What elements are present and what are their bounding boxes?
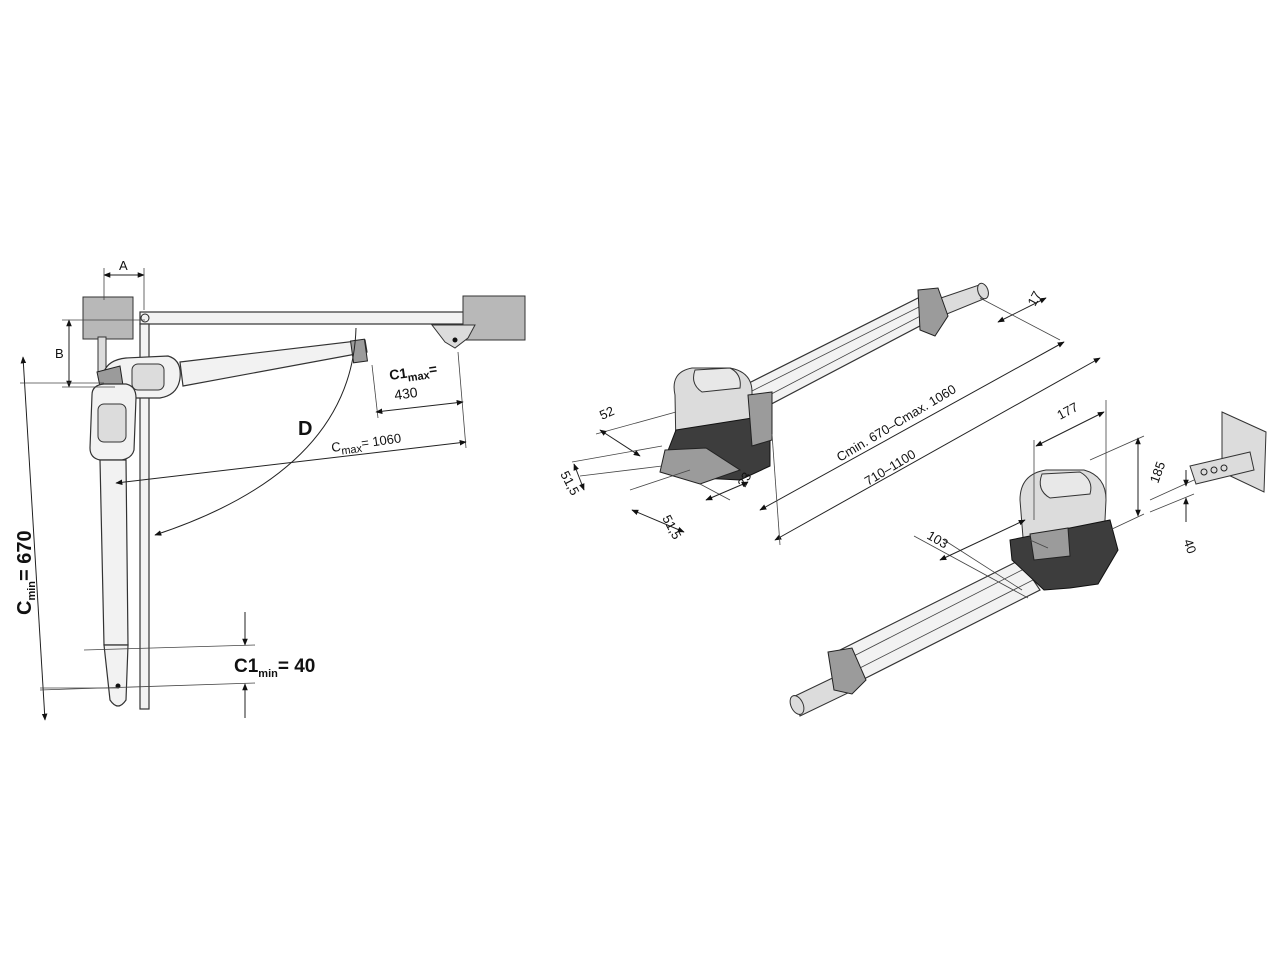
label-d: D [298, 418, 312, 440]
dim-103: 103 [925, 528, 951, 552]
dim-c1max-line [375, 399, 464, 415]
operator-closed [96, 338, 369, 399]
dim-40: 40 [1181, 537, 1200, 556]
gate-leaf-open [139, 323, 150, 710]
wall-bracket [1221, 411, 1267, 493]
dim-51-5-b: 51,5 [659, 512, 684, 541]
opening-arc [154, 327, 357, 536]
pillar-block [82, 296, 134, 340]
pillar-block-right [462, 295, 526, 341]
dim-17: 17 [1024, 289, 1044, 309]
dim-177: 177 [1054, 399, 1080, 422]
dim-23: 23 [734, 470, 754, 490]
front-bracket [430, 324, 476, 349]
hinge-icon [140, 313, 150, 323]
plan-view: A B Cmin= 670 C1min= 40 C1max= 430 Cmax=… [14, 258, 526, 721]
dim-length: 710–1100 [862, 446, 918, 488]
dim-length-line [774, 357, 1101, 541]
label-b: B [55, 346, 64, 361]
dim-51-5-a: 51,5 [557, 468, 582, 497]
label-a: A [119, 258, 128, 273]
c1min-text: C1min= 40 [234, 656, 315, 680]
dim-52: 52 [597, 403, 616, 423]
iso-view-2: 177 185 40 103 [789, 399, 1267, 717]
c1max-value: 430 [393, 384, 419, 403]
dim-cmin-line [20, 356, 48, 721]
gate-leaf-closed [139, 311, 471, 325]
cmin-text: Cmin= 670 [14, 530, 38, 615]
c1max-text: C1max= [388, 360, 438, 387]
dim-stroke: Cmin. 670–Cmax. 1060 [834, 381, 959, 464]
dim-185: 185 [1147, 460, 1169, 486]
iso-view-1: 17 Cmin. 670–Cmax. 1060 710–1100 52 51,5… [557, 282, 1101, 546]
operator-open [89, 383, 137, 707]
cmax-text: Cmax= 1060 [330, 430, 402, 459]
front-pivot-icon [452, 337, 458, 343]
